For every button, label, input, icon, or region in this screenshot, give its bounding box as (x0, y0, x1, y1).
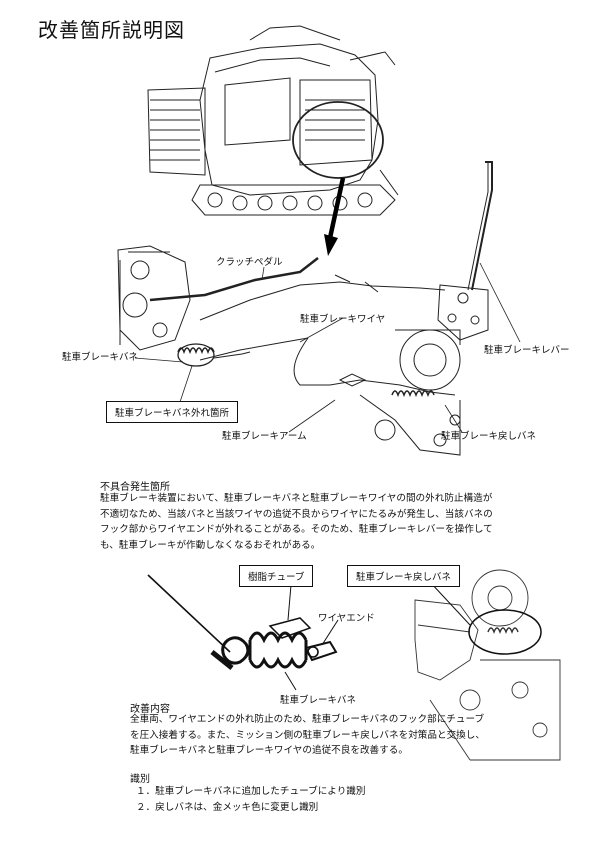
pointer-arrow (324, 177, 346, 256)
detail-circle (292, 101, 384, 179)
identification-list: １．駐車ブレーキバネに追加したチューブにより識別 ２．戻しバネは、金メッキ色に変… (136, 784, 536, 815)
improvement-text: 全車両、ワイヤエンドの外れ防止のため、駐車ブレーキバネのフック部にチューブ を圧… (130, 712, 570, 759)
improvement-line: 全車両、ワイヤエンドの外れ防止のため、駐車ブレーキバネのフック部にチューブ (130, 714, 485, 725)
improvement-line: を圧入接着する。また、ミッション側の駐車ブレーキ戻しバネを対策品と交換し、 (130, 729, 485, 741)
label-brake-arm: 駐車ブレーキアーム (222, 431, 307, 442)
defect-line: も、駐車ブレーキが作動しなくなるおそれがある。 (100, 539, 321, 551)
label-wire-end: ワイヤエンド (318, 613, 375, 624)
brake-mechanism-drawing (117, 161, 493, 456)
spring-detail-drawing (147, 574, 339, 691)
label-spring-off-box: 駐車ブレーキバネ外れ箇所 (106, 401, 239, 423)
label-brake-spring: 駐車ブレーキバネ (62, 352, 139, 363)
return-spring-detail-drawing (414, 569, 561, 761)
defect-line: 不適切なため、当該バネと当該ワイヤの追従不良からワイヤにたるみが発生し、当該バネ… (100, 508, 493, 520)
label-resin-tube: 樹脂チューブ (239, 565, 314, 587)
defect-text: 駐車ブレーキ装置において、駐車ブレーキバネと駐車ブレーキワイヤの間の外れ防止構造… (100, 491, 560, 553)
label-return-spring: 駐車ブレーキ戻しバネ (441, 431, 537, 442)
identification-heading: 識別 (130, 774, 150, 785)
machine-drawing (147, 25, 399, 216)
defect-line: 駐車ブレーキ装置において、駐車ブレーキバネと駐車ブレーキワイヤの間の外れ防止構造… (100, 493, 493, 504)
improvement-line: 駐車ブレーキバネと駐車ブレーキワイヤの追従不良を改善する。 (130, 745, 408, 756)
defect-heading: 不具合発生箇所 (100, 482, 170, 493)
label-clutch-pedal: クラッチペダル (216, 257, 283, 268)
label-brake-lever: 駐車ブレーキレバー (484, 345, 570, 356)
label-return-spring-box: 駐車ブレーキ戻しバネ (347, 565, 461, 587)
label-brake-wire: 駐車ブレーキワイヤ (300, 314, 386, 325)
improvement-heading: 改善内容 (130, 704, 170, 715)
label-brake-spring-lower: 駐車ブレーキバネ (280, 695, 357, 706)
defect-line: フック部からワイヤエンドが外れることがある。そのため、駐車ブレーキレバーを操作し… (100, 524, 493, 535)
identification-item: ２．戻しバネは、金メッキ色に変更し識別 (136, 801, 319, 813)
identification-item: １．駐車ブレーキバネに追加したチューブにより識別 (136, 786, 366, 797)
page-title: 改善箇所説明図 (38, 18, 185, 42)
